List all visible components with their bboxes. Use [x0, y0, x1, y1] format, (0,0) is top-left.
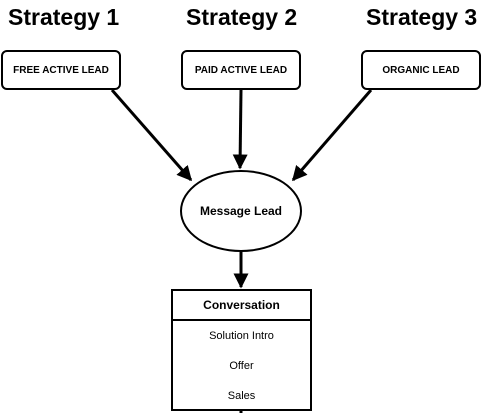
conversation-box: Conversation Solution Intro Offer Sales: [171, 289, 312, 411]
conversation-item-offer: Offer: [229, 360, 254, 372]
paid-active-lead-box: PAID ACTIVE LEAD: [181, 50, 301, 90]
free-active-lead-box: FREE ACTIVE LEAD: [1, 50, 121, 90]
conversation-title: Conversation: [173, 291, 310, 321]
strategy-3-heading: Strategy 3: [366, 4, 478, 30]
arrow-strategy2-to-message: [232, 89, 248, 170]
message-lead-node: Message Lead: [180, 170, 302, 252]
strategy-1-heading: Strategy 1: [8, 4, 120, 30]
conversation-item-solution-intro: Solution Intro: [209, 330, 274, 342]
arrow-strategy3-to-message: [291, 89, 373, 182]
strategy-2-heading: Strategy 2: [186, 4, 298, 30]
arrow-strategy1-to-message: [110, 89, 193, 182]
organic-lead-box: ORGANIC LEAD: [361, 50, 481, 90]
conversation-item-sales: Sales: [227, 390, 256, 402]
